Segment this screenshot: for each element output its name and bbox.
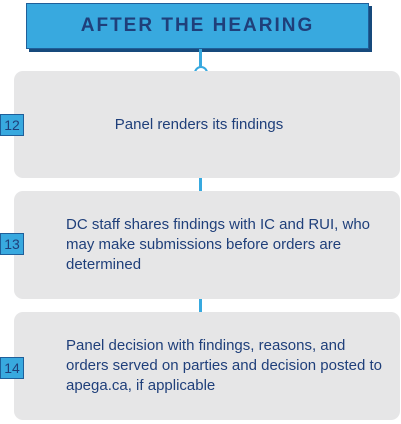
connector-line bbox=[199, 178, 202, 191]
step-text: DC staff shares findings with IC and RUI… bbox=[66, 216, 371, 273]
step-text: Panel decision with findings, reasons, a… bbox=[66, 337, 383, 394]
section-header: AFTER THE HEARING bbox=[26, 3, 369, 49]
step-card-14: Panel decision with findings, reasons, a… bbox=[14, 312, 400, 420]
step-card-13: DC staff shares findings with IC and RUI… bbox=[14, 191, 400, 299]
step-text: Panel renders its findings bbox=[114, 115, 284, 133]
step-card-12: Panel renders its findings bbox=[14, 71, 400, 178]
connector-line bbox=[199, 299, 202, 312]
step-number-badge: 12 bbox=[0, 114, 24, 136]
step-number-badge: 13 bbox=[0, 233, 24, 255]
section-title: AFTER THE HEARING bbox=[80, 15, 315, 36]
step-number-badge: 14 bbox=[0, 357, 24, 379]
connector-line bbox=[199, 49, 202, 67]
